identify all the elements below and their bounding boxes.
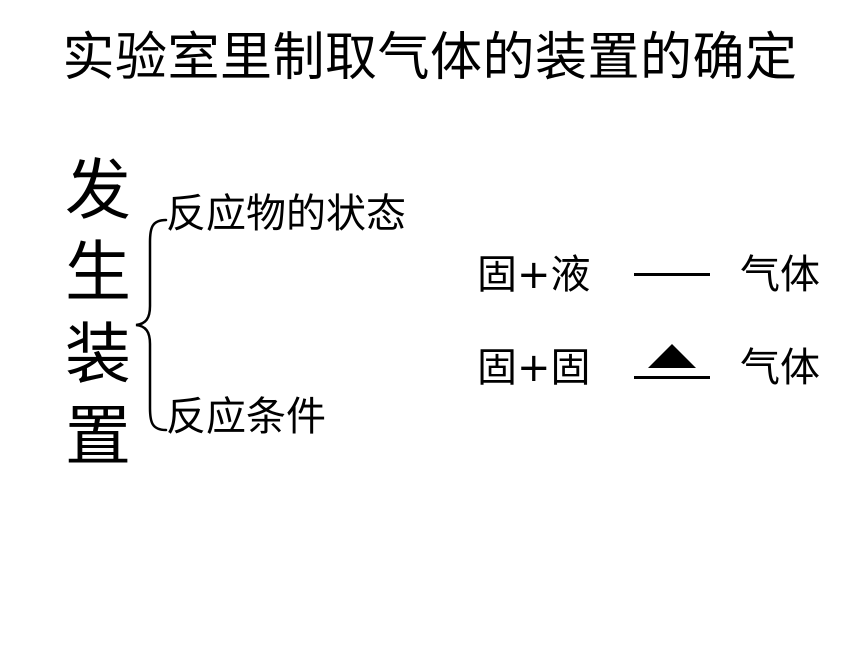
- reactants-solid-liquid: 固+液: [477, 252, 591, 298]
- branch-reaction-condition: 反应条件: [166, 394, 326, 440]
- product-gas: 气体: [740, 345, 820, 391]
- reactants-solid-solid: 固+固: [477, 345, 591, 391]
- vertical-char: 生: [65, 234, 131, 311]
- heat-triangle-icon: [648, 344, 696, 368]
- vertical-char: 置: [65, 398, 131, 475]
- slide-title: 实验室里制取气体的装置的确定: [62, 28, 798, 88]
- vertical-char: 发: [65, 152, 131, 229]
- product-gas: 气体: [740, 252, 820, 298]
- curly-brace-icon: [135, 218, 168, 432]
- vertical-char: 装: [65, 316, 131, 393]
- line-icon: [634, 273, 710, 276]
- branch-reactant-state: 反应物的状态: [166, 191, 406, 237]
- generator-device-label: 发 生 装 置: [62, 150, 134, 478]
- reaction-arrow-line: [634, 376, 710, 379]
